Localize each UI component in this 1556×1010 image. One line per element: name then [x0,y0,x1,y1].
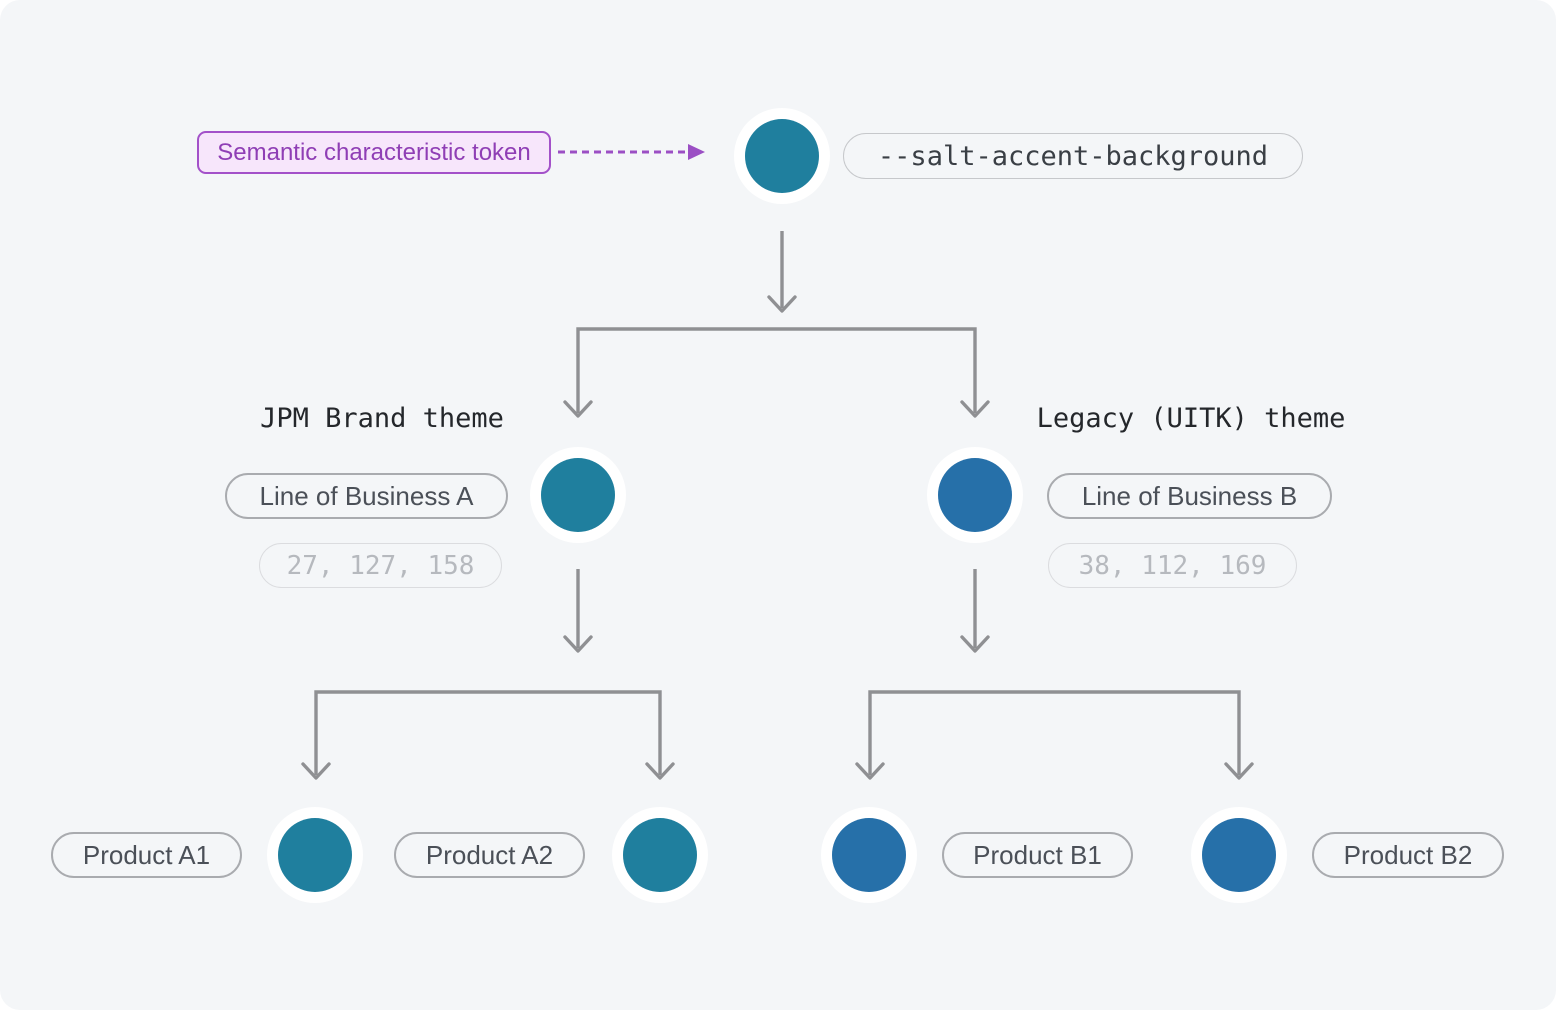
product-b2-swatch [1191,807,1287,903]
product-b1-pill: Product B1 [942,832,1133,878]
tree-connector-lines [314,231,1241,775]
theme-b-lob-pill: Line of Business B [1047,473,1332,519]
product-b1-color-dot [832,818,906,892]
theme-a-rgb-pill: 27, 127, 158 [259,543,502,588]
annotation-dotted-arrow [558,144,705,160]
theme-a-title: JPM Brand theme [260,403,504,434]
theme-a-swatch [530,447,626,543]
product-b1-swatch [821,807,917,903]
theme-a-color-dot [541,458,615,532]
tree-connector-arrowheads [301,295,1254,780]
product-a1-pill: Product A1 [51,832,242,878]
theme-a-lob-pill: Line of Business A [225,473,508,519]
root-token-color-dot [745,119,819,193]
root-token-name-pill: --salt-accent-background [843,133,1303,179]
theme-b-title: Legacy (UITK) theme [1036,403,1346,434]
product-a1-color-dot [278,818,352,892]
theme-b-rgb-pill: 38, 112, 169 [1048,543,1297,588]
product-a1-swatch [267,807,363,903]
product-a2-swatch [612,807,708,903]
product-a2-color-dot [623,818,697,892]
annotation-label: Semantic characteristic token [197,131,551,174]
root-token-swatch [734,108,830,204]
theme-b-color-dot [938,458,1012,532]
product-b2-pill: Product B2 [1312,832,1504,878]
theme-b-swatch [927,447,1023,543]
product-a2-pill: Product A2 [394,832,585,878]
product-b2-color-dot [1202,818,1276,892]
